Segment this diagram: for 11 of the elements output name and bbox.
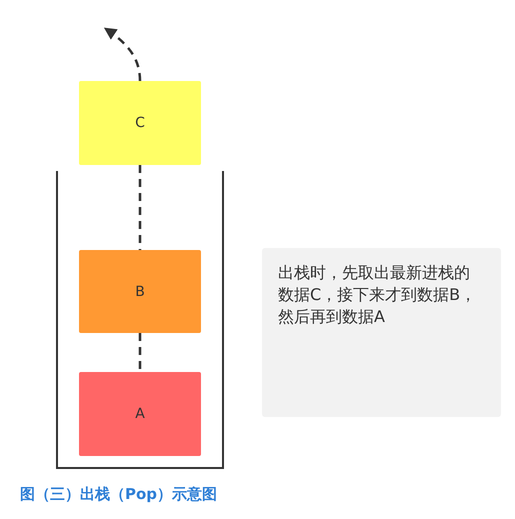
box-label: B [135,284,145,300]
box-label: C [135,115,145,131]
data-box [79,372,201,456]
connector-line [138,333,142,372]
arrow [104,28,142,82]
connector-line [138,165,142,250]
data-box [79,250,201,333]
box-label: A [135,406,145,422]
data-box [79,81,201,165]
note-text: 出栈时，先取出最新进栈的数据C，接下来才到数据B，然后再到数据A [278,263,476,326]
caption: 图（三）出栈（Pop）示意图 [20,485,218,504]
